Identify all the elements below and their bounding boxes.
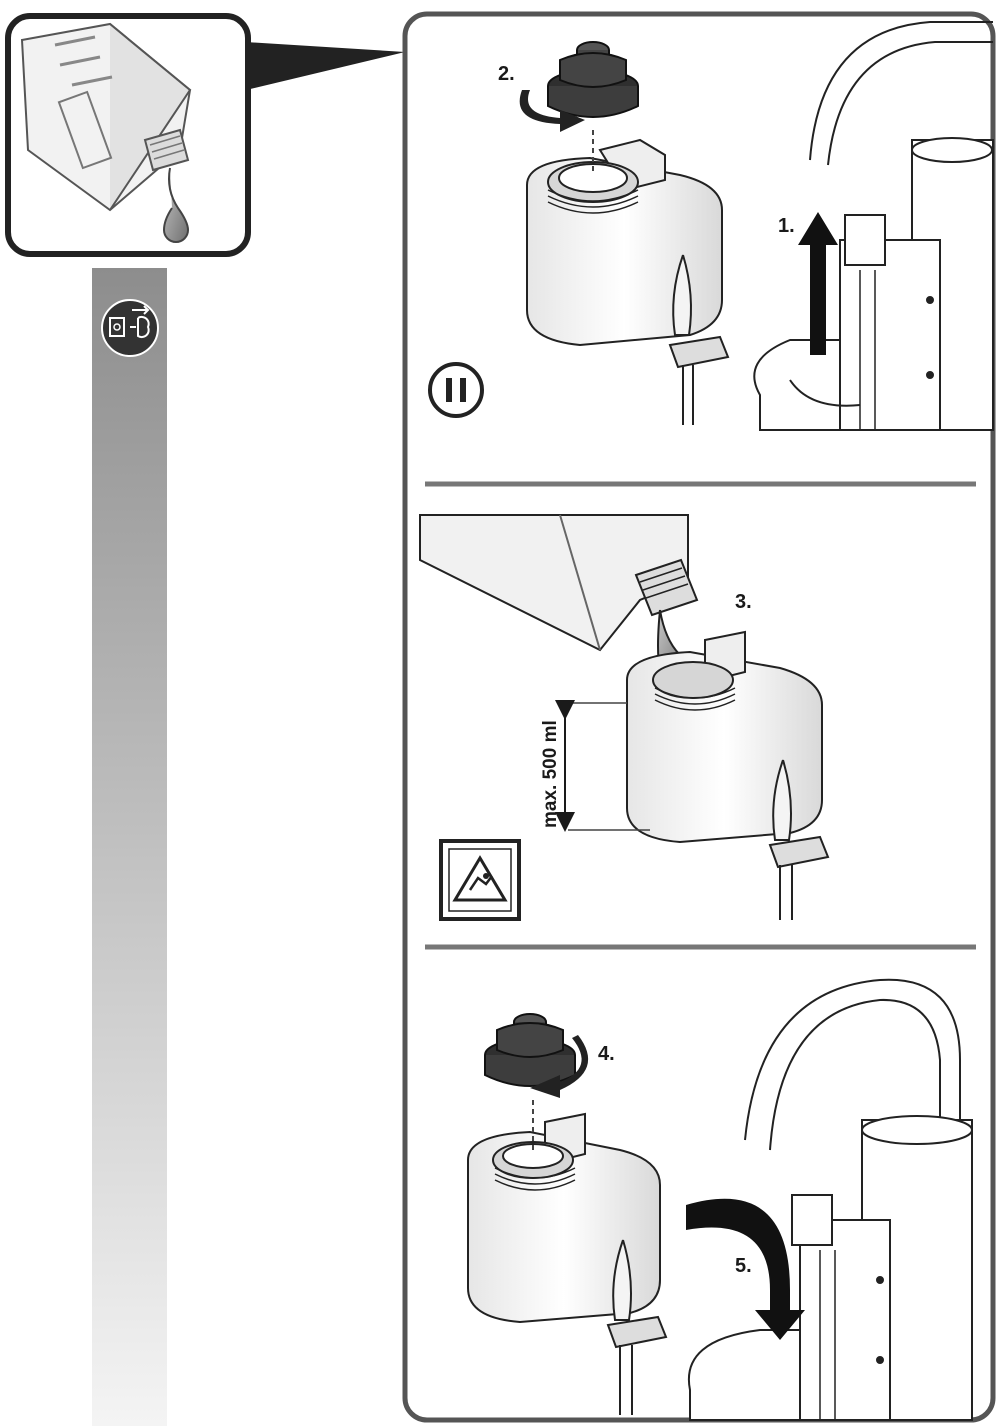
pump-unit-top [753,21,994,431]
reservoir-tank-1 [526,138,730,425]
unscrew-arrow [519,90,585,132]
sidebar-strip [92,268,167,1426]
step-2-label: 2. [498,63,515,85]
reservoir-tank-3 [467,1112,668,1415]
panel-2-fill-liquid: 3. max. 500 ml [419,514,830,921]
step-4-label: 4. [598,1043,615,1065]
capacity-label: max. 500 ml [540,720,561,828]
tank-cap-2 [484,1013,576,1087]
step-5-label: 5. [735,1255,752,1277]
lift-arrow [798,212,838,355]
panel-3-refit-cap: 5. 4. [467,978,973,1421]
slip-hazard-warning-icon [439,839,521,921]
step-3-label: 3. [735,591,752,613]
insert-arrow [686,1198,805,1340]
callout-pointer [246,42,405,90]
step-1-label: 1. [778,215,795,237]
bottle-detail-inset [5,13,251,257]
screw-arrow [530,1035,589,1098]
unplug-power-icon [101,299,159,357]
pump-unit-bottom [687,978,973,1421]
tank-cap-1 [547,41,639,118]
panel-1-remove-cap: 1. 2. [428,21,994,431]
pause-icon [428,362,484,418]
reservoir-tank-2 [626,630,830,920]
